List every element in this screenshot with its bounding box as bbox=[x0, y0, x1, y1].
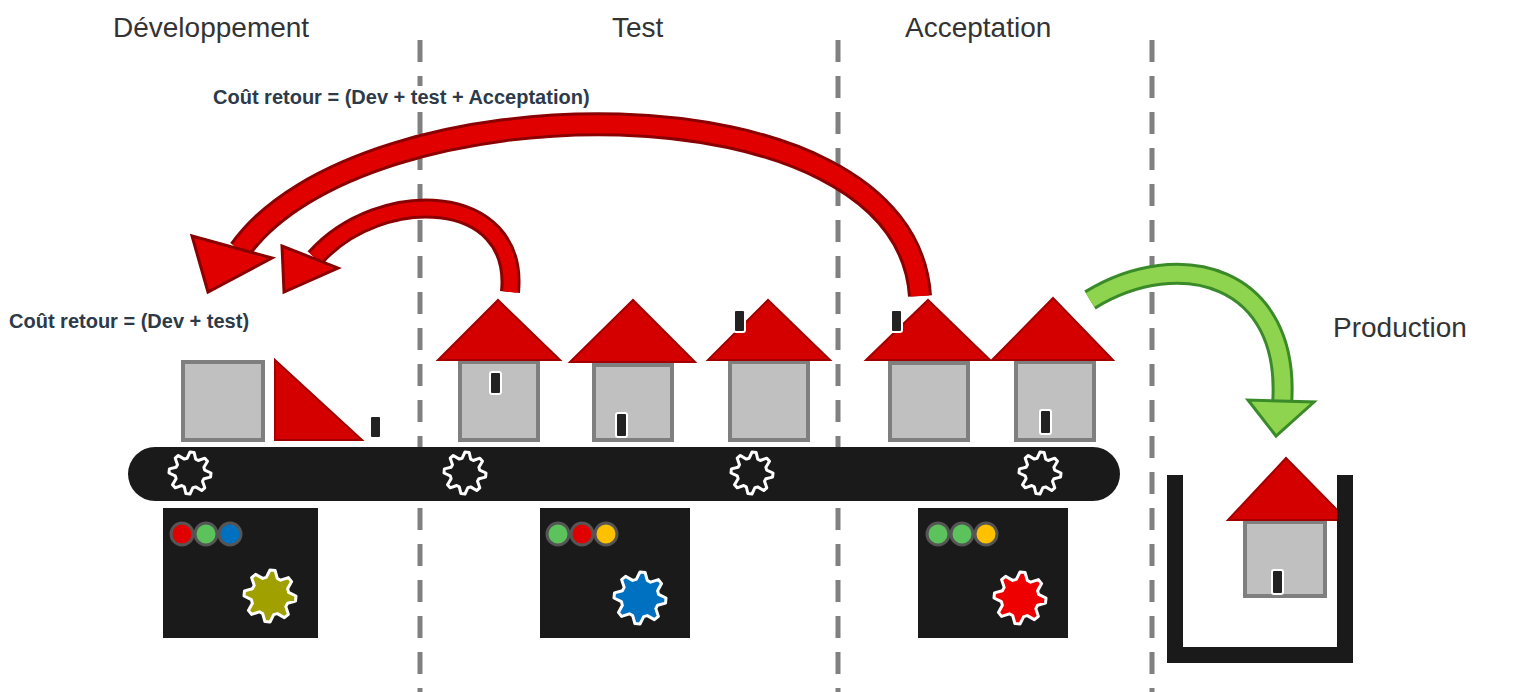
return-arrows bbox=[192, 124, 920, 296]
cost-note: Coût retour = (Dev + test) bbox=[6, 310, 252, 333]
cost-note: Coût retour = (Dev + test + Acceptation) bbox=[210, 86, 593, 109]
house-doors bbox=[370, 310, 1283, 594]
panel-gear bbox=[244, 570, 296, 622]
phase-heading: Test bbox=[612, 12, 663, 44]
belt-gear bbox=[1019, 452, 1061, 494]
production-bin bbox=[1175, 475, 1345, 655]
house-bodies bbox=[183, 362, 1325, 596]
deploy-arrow bbox=[1090, 274, 1314, 436]
belt-gear bbox=[444, 452, 486, 494]
belt-gears bbox=[169, 452, 1061, 494]
house-roofs bbox=[275, 298, 1347, 520]
panel-gear bbox=[614, 572, 666, 624]
phase-heading: Acceptation bbox=[905, 12, 1051, 44]
phase-heading: Développement bbox=[113, 12, 309, 44]
phase-heading: Production bbox=[1333, 312, 1467, 344]
panel-gear bbox=[994, 572, 1046, 624]
conveyor-belt bbox=[128, 447, 1120, 501]
belt-gear bbox=[169, 452, 211, 494]
control-panels bbox=[163, 508, 1068, 638]
belt-gear bbox=[731, 452, 773, 494]
